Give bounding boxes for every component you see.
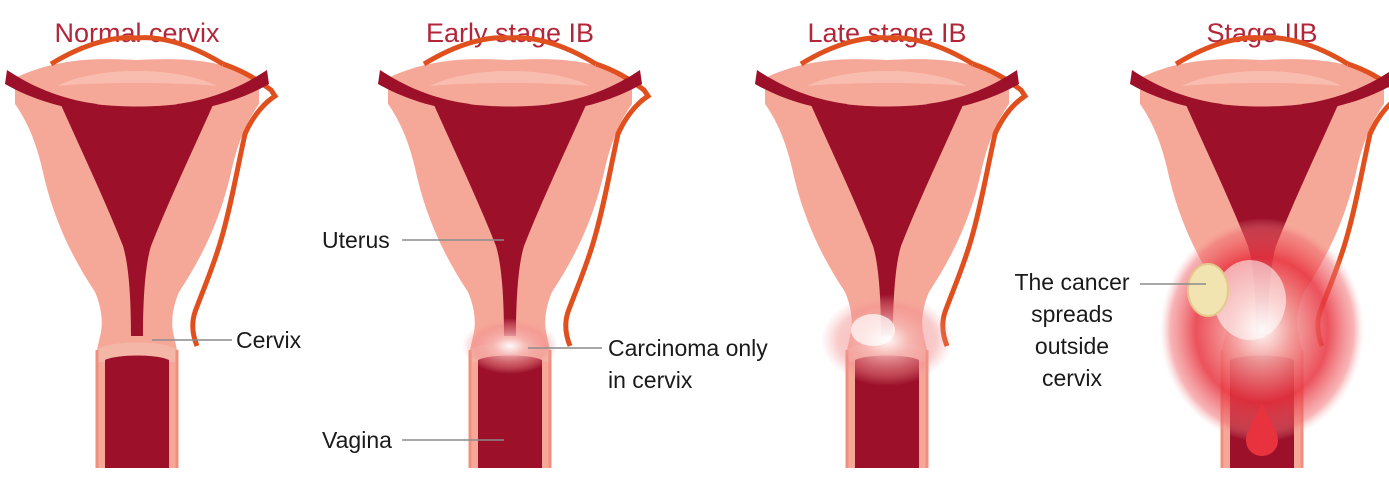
label-spread-line2: spreads — [1031, 301, 1113, 327]
label-spread-line3: outside — [1035, 333, 1109, 359]
uterus-illustration-early-ib — [378, 38, 648, 468]
label-carcinoma-line2: in cervix — [608, 367, 693, 393]
panel-title-late-stage-ib: Late stage IB — [807, 18, 966, 48]
label-cervix: Cervix — [236, 327, 302, 353]
uterus-illustration-late-ib — [755, 38, 1025, 468]
label-spread-line4: cervix — [1042, 365, 1103, 391]
tumor-core-late — [851, 314, 895, 346]
label-carcinoma-line1: Carcinoma only — [608, 335, 768, 361]
uterus-illustration-stage-iib — [1130, 38, 1389, 468]
panel-title-early-stage-ib: Early stage IB — [426, 18, 594, 48]
uterus-illustration-normal — [5, 38, 275, 468]
label-vagina: Vagina — [322, 427, 392, 453]
tumor-glow-early — [462, 318, 558, 374]
label-spread-line1: The cancer — [1014, 269, 1129, 295]
panel-title-normal-cervix: Normal cervix — [54, 18, 220, 48]
tumor-mass — [1188, 264, 1228, 316]
label-uterus: Uterus — [322, 227, 390, 253]
